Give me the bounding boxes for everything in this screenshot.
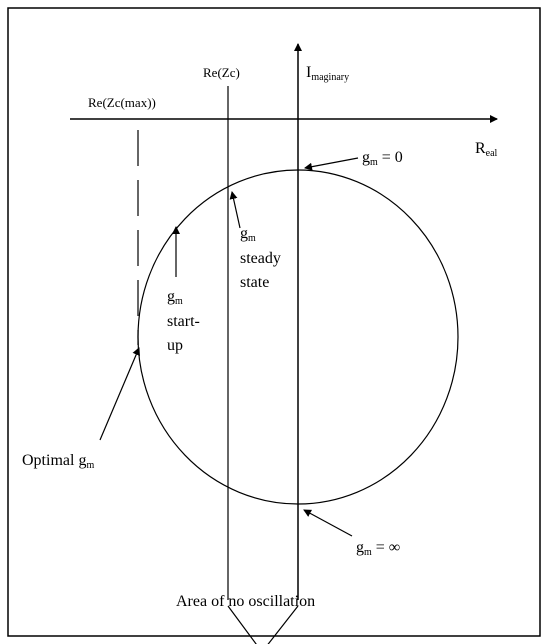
gm-steady-line2: steady: [240, 250, 281, 267]
gm-zero-label: gm = 0: [362, 149, 403, 168]
imaginary-axis-label: Imaginary: [306, 64, 349, 83]
optimal-gm-label: Optimal gm: [22, 452, 94, 471]
no-oscillation-label: Area of no oscillation: [176, 593, 315, 610]
gm-zero-arrow: [304, 157, 359, 171]
re-zc-label: Re(Zc): [203, 65, 240, 80]
real-axis-label: Real: [475, 140, 498, 159]
gm-startup-line2: start-: [167, 313, 200, 330]
gm-startup-label: gm: [167, 288, 183, 307]
gm-steady-line3: state: [240, 274, 269, 291]
gm-locus-circle: [137, 169, 459, 505]
gm-startup-line3: up: [167, 337, 183, 354]
gm-infinity-label: gm = ∞: [356, 539, 400, 558]
no-oscillation-bracket: [227, 605, 299, 644]
gm-inf-arrow: [303, 509, 353, 537]
optimal-gm-arrow: [99, 347, 140, 441]
gm-steady-label: gm: [240, 225, 256, 244]
gm-steady-arrow: [229, 191, 241, 229]
re-zc-max-label: Re(Zc(max)): [88, 95, 156, 110]
